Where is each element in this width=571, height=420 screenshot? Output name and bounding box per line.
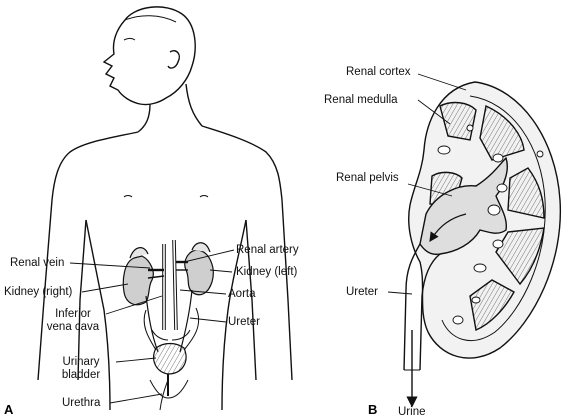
label-ureter-a: Ureter	[228, 316, 260, 328]
human-body-outline	[37, 6, 293, 411]
urinary-organs-a	[122, 239, 214, 399]
label-urine: Urine	[398, 406, 426, 418]
pyramid-3	[507, 167, 545, 219]
panel-label-a: A	[4, 402, 14, 417]
leader-lines-a	[69, 249, 235, 404]
label-aorta: Aorta	[228, 288, 256, 300]
kidney-right-shape	[122, 255, 154, 306]
label-urinary-bladder: Urinary bladder	[46, 356, 116, 382]
kidney-left-shape	[184, 249, 214, 296]
label-urinary-bladder-line1: Urinary	[62, 356, 100, 368]
label-inferior-vena-cava-line2: vena cava	[46, 321, 100, 333]
label-renal-vein: Renal vein	[10, 257, 65, 269]
bladder-shape	[153, 342, 187, 375]
leader-lines-b	[387, 73, 467, 295]
label-renal-cortex: Renal cortex	[346, 66, 411, 78]
label-inferior-vena-cava: Inferior vena cava	[38, 308, 108, 334]
label-renal-medulla: Renal medulla	[324, 94, 398, 106]
pyramid-4	[495, 227, 545, 286]
label-kidney-left: Kidney (left)	[236, 266, 298, 278]
label-kidney-right: Kidney (right)	[4, 286, 73, 298]
panel-label-b: B	[368, 402, 378, 417]
urine-flow-arrows	[406, 213, 467, 408]
pyramid-1	[439, 101, 477, 141]
renal-pelvis-shape	[419, 156, 508, 256]
label-urinary-bladder-line2: bladder	[61, 369, 101, 381]
label-renal-pelvis: Renal pelvis	[336, 172, 399, 184]
pyramid-5	[469, 279, 515, 331]
label-ureter-b: Ureter	[346, 286, 378, 298]
label-urethra: Urethra	[62, 397, 101, 409]
label-renal-artery: Renal artery	[236, 244, 299, 256]
kidney-section	[403, 81, 562, 371]
label-inferior-vena-cava-line1: Inferior	[55, 308, 91, 320]
